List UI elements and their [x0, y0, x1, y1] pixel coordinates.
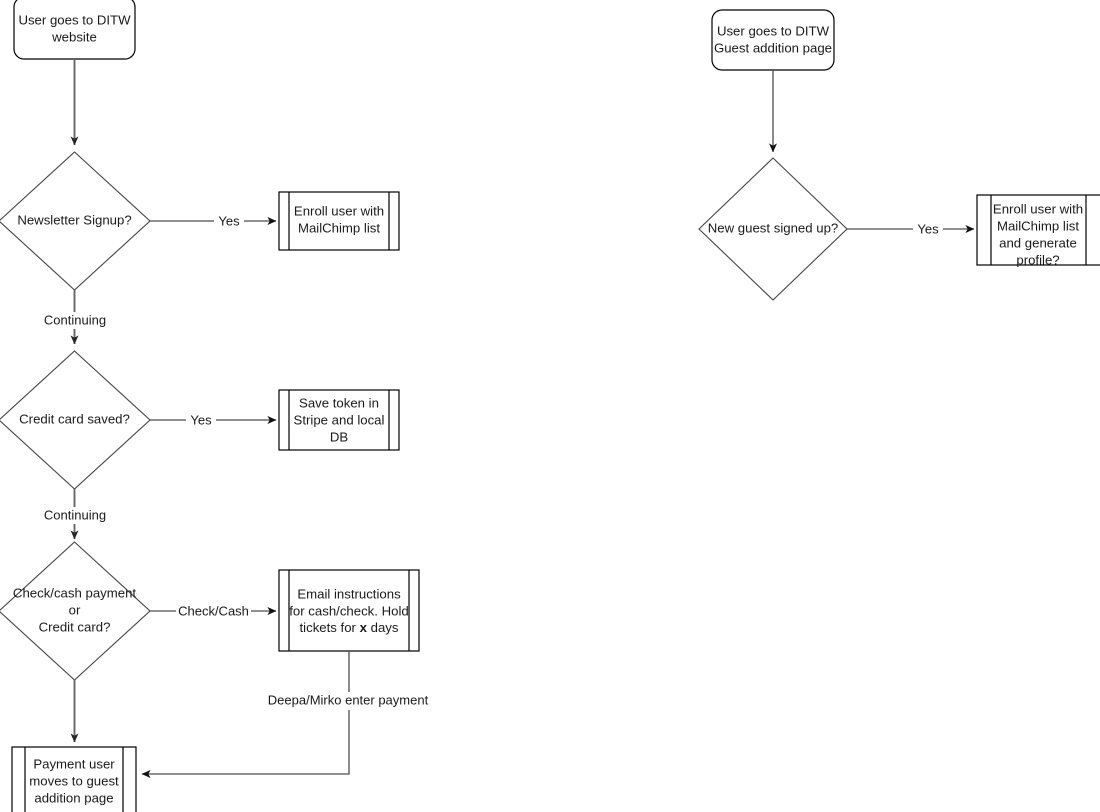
edge-label-credit-card-yes-text: Yes [190, 412, 212, 427]
edge-label-bg [45, 507, 105, 524]
node-decision-newsletter[interactable]: Newsletter Signup? [0, 151, 151, 291]
edge-label-bg [214, 212, 244, 230]
predefined-process-shape [11, 746, 137, 812]
node-process-payment-user[interactable]: Payment user moves to guest addition pag… [11, 746, 137, 812]
node-decision-payment-type-line1: Check/cash payment [13, 585, 136, 600]
node-right-start-line2: Guest addition page [714, 40, 832, 55]
node-process-email-instructions[interactable]: Email instructions for cash/check. Hold … [278, 569, 420, 652]
node-decision-payment-type[interactable]: Check/cash payment or Credit card? [0, 541, 151, 681]
node-process-enroll-line2: MailChimp list [298, 220, 380, 235]
node-right-start-line1: User goes to DITW [717, 23, 830, 38]
edge-label-bg [913, 220, 943, 238]
node-left-start-line1: User goes to DITW [18, 12, 131, 27]
node-process-enroll-generate-line1: Enroll user with [993, 201, 1083, 216]
predefined-process-shape [278, 191, 400, 251]
edge-label-payment-check-cash: Check/Cash [176, 603, 251, 621]
node-decision-payment-type-line2: or [69, 602, 81, 617]
node-process-enroll-generate[interactable]: Enroll user with MailChimp list and gene… [976, 194, 1100, 267]
node-right-start[interactable]: User goes to DITW Guest addition page [711, 9, 835, 71]
edge-label-payment-check-cash-text: Check/Cash [178, 603, 249, 618]
node-process-payment-user-line1: Payment user [33, 756, 115, 771]
edge-label-new-guest-yes: Yes [913, 220, 943, 238]
email-line3-pre: tickets for [300, 620, 360, 635]
edge-label-credit-card-continuing-text: Continuing [44, 507, 106, 522]
edge-label-bg [45, 312, 105, 329]
predefined-process-shape [976, 194, 1100, 266]
predefined-process-shape [278, 569, 420, 652]
edge-label-new-guest-yes-text: Yes [917, 221, 939, 236]
email-line3-post: days [367, 620, 399, 635]
edge-label-deepa-mirko: Deepa/Mirko enter payment [268, 692, 429, 710]
edge-label-deepa-mirko-text: Deepa/Mirko enter payment [268, 692, 429, 707]
email-line3-bold: x [360, 620, 368, 635]
node-left-start-line2: website [51, 29, 97, 44]
node-decision-payment-type-line3: Credit card? [39, 619, 111, 634]
node-left-start[interactable]: User goes to DITW website [13, 0, 136, 60]
node-process-email-line3: tickets for x days [300, 620, 399, 635]
edge-label-bg [269, 692, 427, 710]
node-process-email-line2: for cash/check. Hold [289, 603, 408, 618]
edge-label-bg [186, 412, 216, 430]
edge-label-credit-card-continuing: Continuing [44, 507, 106, 524]
diamond-shape [698, 157, 848, 301]
node-decision-new-guest-label: New guest signed up? [708, 220, 839, 235]
edge-label-newsletter-continuing-text: Continuing [44, 312, 106, 327]
edge-label-newsletter-yes: Yes [214, 212, 244, 230]
node-process-enroll[interactable]: Enroll user with MailChimp list [278, 191, 400, 251]
node-process-email-line1: Email instructions [297, 586, 401, 601]
node-process-enroll-generate-line2: MailChimp list [997, 218, 1079, 233]
connector-deepa-mirko [141, 651, 350, 778]
node-process-enroll-generate-line3: and generate [999, 235, 1077, 250]
node-decision-new-guest[interactable]: New guest signed up? [698, 157, 848, 301]
node-process-payment-user-line3: addition page [34, 790, 113, 805]
node-decision-credit-card[interactable]: Credit card saved? [0, 350, 151, 490]
edge-label-newsletter-yes-text: Yes [218, 213, 240, 228]
node-process-enroll-line1: Enroll user with [294, 203, 384, 218]
edge-label-credit-card-yes: Yes [186, 412, 216, 430]
node-process-save-token[interactable]: Save token in Stripe and local DB [278, 389, 400, 451]
node-process-save-token-line3: DB [330, 429, 349, 444]
edge-label-bg [176, 603, 251, 621]
edge-label-newsletter-continuing: Continuing [44, 312, 106, 329]
node-process-payment-user-line2: moves to guest [29, 773, 119, 788]
node-decision-credit-card-label: Credit card saved? [19, 411, 130, 426]
node-process-enroll-generate-line4: profile? [1016, 252, 1059, 267]
node-process-save-token-line2: Stripe and local [294, 412, 385, 427]
node-process-save-token-line1: Save token in [299, 395, 379, 410]
node-decision-newsletter-label: Newsletter Signup? [17, 212, 131, 227]
predefined-process-shape [278, 389, 400, 451]
